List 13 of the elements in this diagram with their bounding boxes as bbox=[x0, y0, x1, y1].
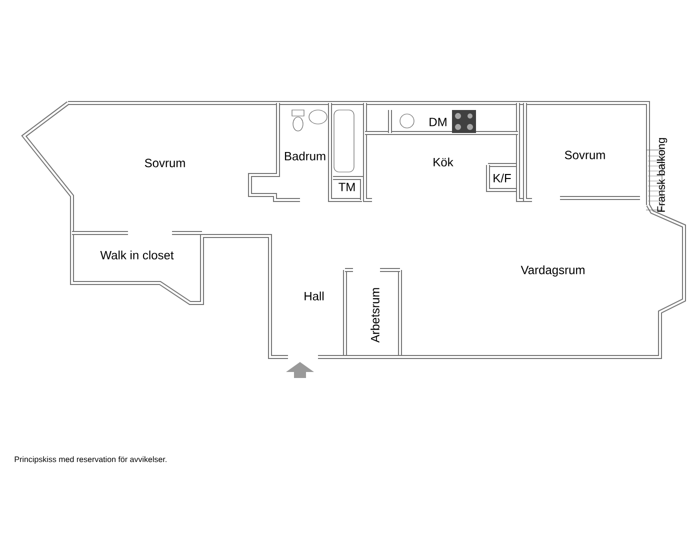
room-label: Kök bbox=[434, 158, 454, 166]
room-label: Badrum bbox=[284, 152, 326, 160]
room-label: Hall bbox=[304, 292, 324, 300]
disclaimer-note: Principskiss med reservation för avvikelser. bbox=[14, 456, 166, 464]
room-label: Walk in closet bbox=[100, 250, 174, 260]
room-label: Sovrum bbox=[564, 150, 605, 160]
room-label: Arbetsrum bbox=[370, 288, 380, 343]
appliance-label: TM bbox=[338, 182, 355, 192]
room-label: Sovrum bbox=[144, 158, 185, 168]
appliance-label: K/F bbox=[494, 174, 511, 182]
appliance-label: DM bbox=[430, 118, 446, 126]
balcony-label: Fransk balkong bbox=[656, 138, 668, 212]
room-label: Vardagsrum bbox=[520, 265, 584, 277]
